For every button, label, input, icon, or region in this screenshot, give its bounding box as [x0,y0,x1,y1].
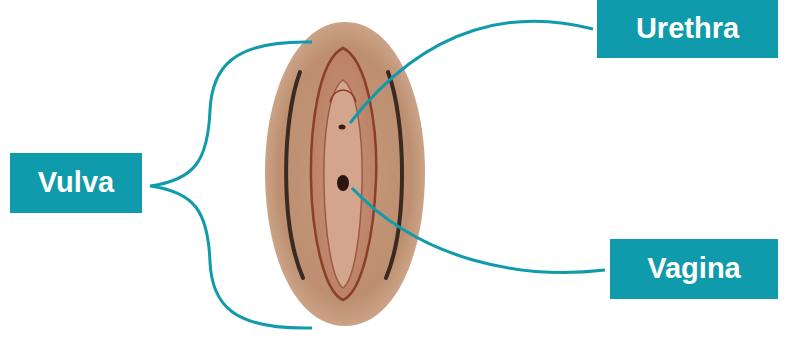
urethral-opening [339,125,346,130]
vestibule [324,80,362,288]
vaginal-opening [337,175,349,191]
label-box: Vulva [10,153,142,213]
leader-line [350,21,593,123]
bracket [150,42,312,328]
labia-line [386,72,402,278]
clitoral-hood [330,90,356,102]
part-label: Vagina [647,253,741,285]
outer-shape [265,22,425,326]
part-label: Urethra [636,13,739,45]
inner-labia [311,48,376,300]
labia-line [286,72,303,278]
label-box: Vagina [610,239,778,299]
part-label: Vulva [38,167,114,199]
leader-line [352,188,605,272]
label-box: Urethra [597,0,778,58]
